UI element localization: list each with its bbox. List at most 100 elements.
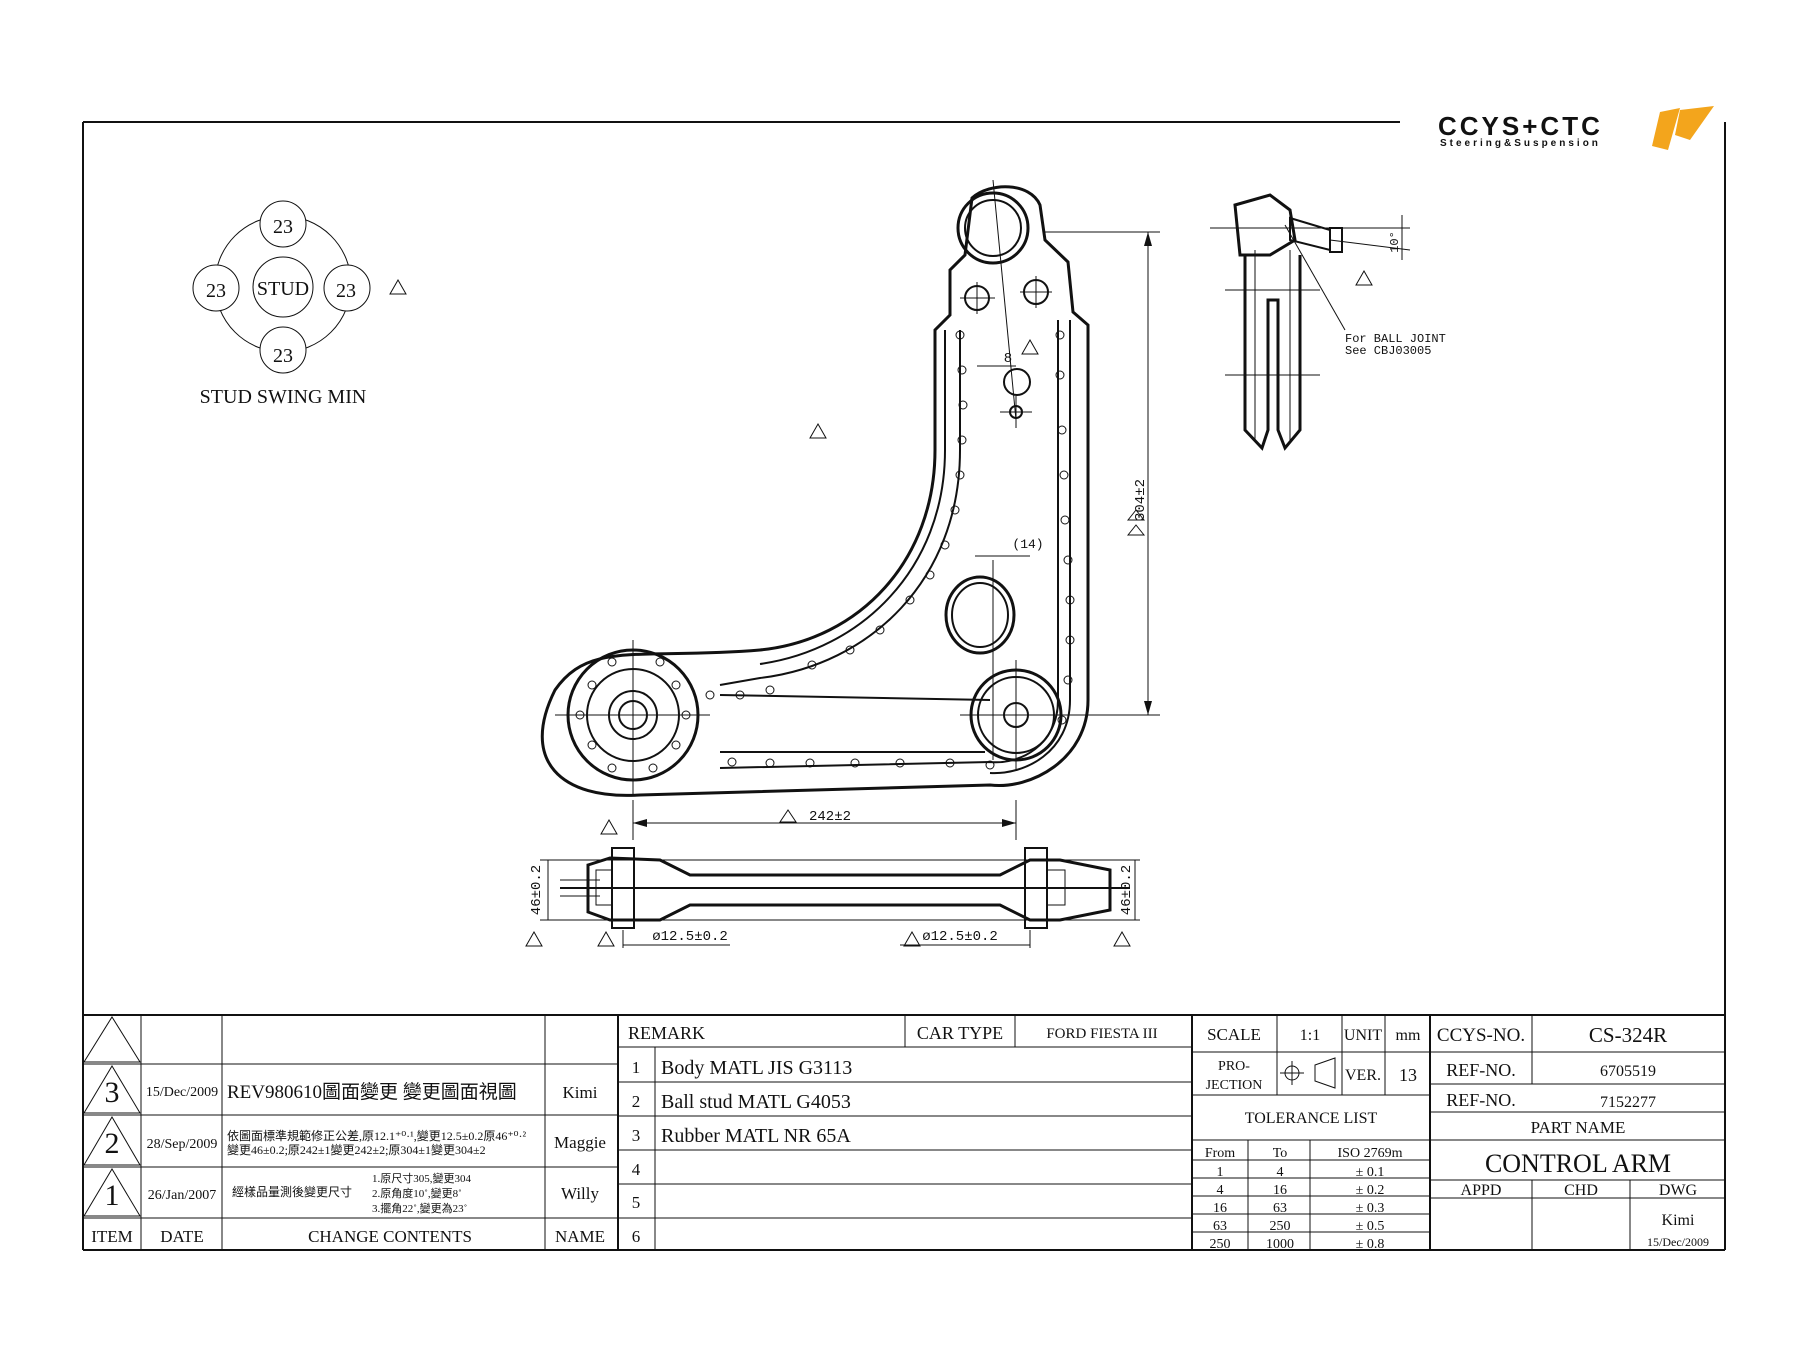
dim-bore-left: ø12.5±0.2 — [652, 929, 728, 945]
ball-joint-note-line2: See CBJ03005 — [1345, 344, 1431, 358]
rev-item-3: 3 — [105, 1076, 120, 1109]
rev-date-3: 15/Dec/2009 — [146, 1085, 218, 1100]
dwg-date: 15/Dec/2009 — [1647, 1235, 1709, 1249]
remark-label: REMARK — [628, 1023, 705, 1043]
tol-from-5: 250 — [1210, 1237, 1231, 1252]
header-item: ITEM — [91, 1227, 133, 1246]
rev-content-1b: 2.原角度10˚,變更8˚ — [372, 1186, 462, 1200]
remark-text-1: Body MATL JIS G3113 — [661, 1057, 852, 1079]
rev-content-3: REV980610圖面變更 變更圖面視圖 — [227, 1081, 517, 1103]
remark-text-2: Ball stud MATL G4053 — [661, 1091, 851, 1113]
ref-no-value-2: 7152277 — [1600, 1094, 1656, 1111]
tol-val-1: ± 0.1 — [1356, 1165, 1385, 1180]
remark-no-4: 4 — [632, 1160, 641, 1179]
tol-val-4: ± 0.5 — [1356, 1219, 1385, 1234]
ccys-no-label: CCYS-NO. — [1437, 1025, 1525, 1046]
appd-label: APPD — [1461, 1182, 1502, 1199]
rev-name-3: Kimi — [563, 1083, 598, 1102]
remark-no-5: 5 — [632, 1193, 641, 1212]
dim-bore-right: ø12.5±0.2 — [922, 929, 998, 945]
tol-val-3: ± 0.3 — [1356, 1201, 1385, 1216]
car-type-value: FORD FIESTA III — [1046, 1026, 1157, 1042]
tol-header-iso: ISO 2769m — [1338, 1146, 1403, 1161]
control-arm-top-view: 304±2 (14) 8 242±2 — [540, 179, 1160, 840]
dim-width: 242±2 — [809, 809, 851, 825]
stud-angle-right: 23 — [336, 280, 356, 302]
logo-brand: CCYS+CTC — [1438, 111, 1603, 141]
tol-from-4: 63 — [1213, 1219, 1227, 1234]
ball-joint-detail: 10° For BALL JOINT See CBJ03005 — [1210, 193, 1446, 451]
logo-mark-icon — [1652, 106, 1714, 150]
tol-to-2: 16 — [1273, 1183, 1287, 1198]
logo-tagline: Steering&Suspension — [1440, 138, 1601, 149]
ver-value: 13 — [1399, 1065, 1417, 1085]
projection-label-2: JECTION — [1206, 1078, 1263, 1093]
header-date: DATE — [160, 1227, 203, 1246]
tol-from-3: 16 — [1213, 1201, 1227, 1216]
projection-symbol-icon — [1280, 1057, 1336, 1089]
dim-angle: 10° — [1388, 231, 1402, 253]
tol-header-from: From — [1205, 1146, 1235, 1161]
ref-no-label-2: REF-NO. — [1446, 1090, 1516, 1110]
revision-triangle-icon — [389, 278, 407, 295]
stud-swing-diagram: STUD 23 23 23 23 STUD SWING MIN — [192, 200, 407, 408]
ref-no-value-1: 6705519 — [1600, 1063, 1656, 1080]
tolerance-rows: 1 4 ± 0.1 4 16 ± 0.2 16 63 ± 0.3 63 250 … — [1210, 1165, 1385, 1252]
part-name-label: PART NAME — [1531, 1118, 1626, 1137]
ball-joint-note-line1: For BALL JOINT — [1345, 332, 1446, 346]
tol-from-1: 1 — [1217, 1165, 1224, 1180]
rev-name-1: Willy — [561, 1184, 600, 1203]
tolerance-title: TOLERANCE LIST — [1245, 1110, 1378, 1127]
stud-angle-bottom: 23 — [273, 345, 293, 367]
projection-label-1: PRO- — [1218, 1059, 1250, 1074]
tol-to-5: 1000 — [1266, 1237, 1294, 1252]
header-name: NAME — [555, 1227, 605, 1246]
stud-center-label: STUD — [257, 278, 309, 300]
tol-to-4: 250 — [1270, 1219, 1291, 1234]
tol-from-2: 4 — [1217, 1183, 1224, 1198]
rev-date-2: 28/Sep/2009 — [147, 1137, 218, 1152]
chd-label: CHD — [1564, 1182, 1598, 1199]
stud-swing-caption: STUD SWING MIN — [200, 386, 367, 408]
tol-header-to: To — [1273, 1146, 1288, 1161]
drawing-border — [82, 121, 1726, 1251]
rev-content-1-left: 經樣品量測後變更尺寸 — [232, 1184, 352, 1199]
header-change: CHANGE CONTENTS — [308, 1227, 472, 1246]
remark-no-6: 6 — [632, 1227, 641, 1246]
dim-hole: (14) — [1012, 537, 1043, 552]
rev-content-1a: 1.原尺寸305,變更304 — [372, 1171, 471, 1185]
rev-content-1c: 3.擺角22˚,變更為23˚ — [372, 1201, 467, 1215]
tol-to-1: 4 — [1277, 1165, 1284, 1180]
control-arm-side-view: 46±0.2 46±0.2 ø12.5±0.2 ø12.5±0.2 — [525, 847, 1140, 948]
rev-name-2: Maggie — [554, 1133, 606, 1152]
remark-no-3: 3 — [632, 1126, 641, 1145]
dim-thickness-right: 46±0.2 — [1119, 865, 1135, 915]
tol-val-2: ± 0.2 — [1356, 1183, 1385, 1198]
unit-value: mm — [1396, 1027, 1421, 1044]
dim-thickness-left: 46±0.2 — [529, 865, 545, 915]
remark-no-2: 2 — [632, 1092, 641, 1111]
ccys-no-value: CS-324R — [1589, 1023, 1667, 1047]
dim-height: 304±2 — [1133, 479, 1149, 521]
stud-angle-left: 23 — [206, 280, 226, 302]
tol-to-3: 63 — [1273, 1201, 1287, 1216]
weld-holes — [575, 330, 1075, 773]
title-block: 3 15/Dec/2009 REV980610圖面變更 變更圖面視圖 Kimi … — [83, 1014, 1725, 1252]
dim-offset: 8 — [1004, 351, 1012, 367]
car-type-label: CAR TYPE — [917, 1023, 1003, 1043]
rev-content-2b: 變更46±0.2;原242±1變更242±2;原304±1變更304±2 — [227, 1142, 486, 1157]
part-name-value: CONTROL ARM — [1485, 1149, 1671, 1178]
scale-value: 1:1 — [1300, 1027, 1320, 1044]
stud-angle-top: 23 — [273, 216, 293, 238]
unit-label: UNIT — [1344, 1027, 1382, 1044]
ver-label: VER. — [1345, 1067, 1381, 1084]
rev-date-1: 26/Jan/2007 — [148, 1188, 216, 1203]
tol-val-5: ± 0.8 — [1356, 1237, 1385, 1252]
dwg-label: DWG — [1659, 1182, 1698, 1199]
rev-item-2: 2 — [105, 1127, 120, 1160]
rev-item-1: 1 — [105, 1179, 120, 1212]
ref-no-label-1: REF-NO. — [1446, 1060, 1516, 1080]
scale-label: SCALE — [1207, 1025, 1261, 1044]
remark-text-3: Rubber MATL NR 65A — [661, 1125, 851, 1147]
